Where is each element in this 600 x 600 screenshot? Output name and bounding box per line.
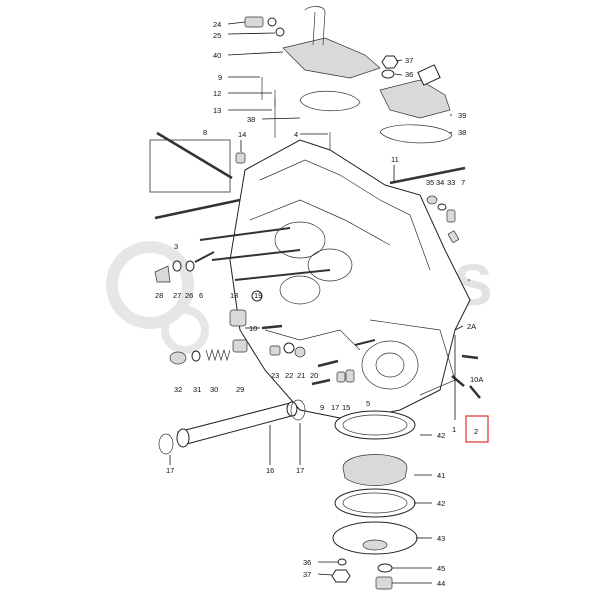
- callout-2A: 2A: [467, 322, 476, 331]
- callout-44: 44: [437, 579, 445, 588]
- strainer-stack: [332, 410, 418, 555]
- nut-37-top: [381, 55, 399, 69]
- callout-6: 6: [199, 291, 203, 300]
- callout-31: 31: [193, 385, 201, 394]
- callout-38-left: 38: [247, 115, 255, 124]
- callout-labels: 24 25 40 37 36 9 12 13 38 39 38 8 14 4 1…: [155, 20, 483, 588]
- plug-parts-left: [154, 251, 215, 283]
- callout-40: 40: [213, 51, 221, 60]
- callout-38-right: 38: [458, 128, 466, 137]
- callout-3: 3: [174, 242, 178, 251]
- right-cover: [379, 64, 453, 144]
- callout-9-lower: 9: [320, 403, 324, 412]
- stud-10: [261, 324, 283, 330]
- callout-33: 33: [447, 178, 455, 187]
- studs: [261, 77, 331, 150]
- callout-15: 15: [342, 403, 350, 412]
- highlight-label: 2: [474, 427, 478, 436]
- callout-42-top: 42: [437, 431, 445, 440]
- callout-43: 43: [437, 534, 445, 543]
- leader-lines: [169, 21, 470, 584]
- long-studs: [154, 166, 466, 281]
- callout-10: 10: [249, 324, 257, 333]
- callout-5: 5: [366, 399, 370, 408]
- callout-45: 45: [437, 564, 445, 573]
- top-cover: [282, 6, 381, 79]
- nut-37-bottom: [331, 569, 351, 583]
- washer-36-top: [381, 69, 395, 79]
- oil-tube: [158, 399, 306, 455]
- callout-32: 32: [174, 385, 182, 394]
- callout-24: 24: [213, 20, 221, 29]
- callout-39: 39: [458, 111, 466, 120]
- long-stud-box: [149, 131, 233, 193]
- callout-36-top: 36: [405, 70, 413, 79]
- callout-18: 18: [230, 291, 238, 300]
- callout-16: 16: [266, 466, 274, 475]
- callout-37-bottom: 37: [303, 570, 311, 579]
- callout-35: 35: [426, 178, 434, 187]
- callout-30: 30: [210, 385, 218, 394]
- callout-37-top: 37: [405, 56, 413, 65]
- callout-13: 13: [213, 106, 221, 115]
- callout-19: 19: [254, 291, 262, 300]
- callout-17-mid: 17: [331, 403, 339, 412]
- washer-36-bottom: [337, 558, 347, 566]
- callout-42-bottom: 42: [437, 499, 445, 508]
- small-nuts: [269, 342, 339, 368]
- highlight-box: [465, 415, 489, 443]
- callout-17-left: 17: [166, 466, 174, 475]
- sensor-24: [244, 16, 285, 37]
- plug-44: [375, 576, 393, 590]
- callout-14: 14: [238, 130, 246, 139]
- watermark-gear-icon-small: [161, 306, 209, 354]
- callout-17-right: 17: [296, 466, 304, 475]
- callout-4: 4: [294, 130, 298, 139]
- callout-25: 25: [213, 31, 221, 40]
- callout-26: 26: [185, 291, 193, 300]
- callout-28: 28: [155, 291, 163, 300]
- lower-studs: [311, 339, 376, 386]
- gasket-38: [299, 90, 361, 112]
- callout-29: 29: [236, 385, 244, 394]
- callout-8: 8: [203, 128, 207, 137]
- callout-20: 20: [310, 371, 318, 380]
- callout-27: 27: [173, 291, 181, 300]
- callout-23: 23: [271, 371, 279, 380]
- spring-assembly: [169, 339, 248, 365]
- callout-7: 7: [461, 178, 465, 187]
- callout-12: 12: [213, 89, 221, 98]
- washer-19: [251, 290, 263, 302]
- callout-9-top: 9: [218, 73, 222, 82]
- right-studs: [451, 354, 481, 399]
- callout-21: 21: [297, 371, 305, 380]
- callout-34: 34: [436, 178, 444, 187]
- callout-41: 41: [437, 471, 445, 480]
- plug-18: [229, 309, 247, 327]
- plug-parts-right: [426, 195, 459, 243]
- callout-36-bottom: 36: [303, 558, 311, 567]
- callout-22: 22: [285, 371, 293, 380]
- callout-10A: 10A: [470, 375, 483, 384]
- nut-14: [235, 152, 246, 164]
- callout-11: 11: [391, 155, 399, 164]
- callout-1: 1: [452, 425, 456, 434]
- watermark-gear-icon: [106, 241, 194, 329]
- washer-45: [377, 563, 393, 573]
